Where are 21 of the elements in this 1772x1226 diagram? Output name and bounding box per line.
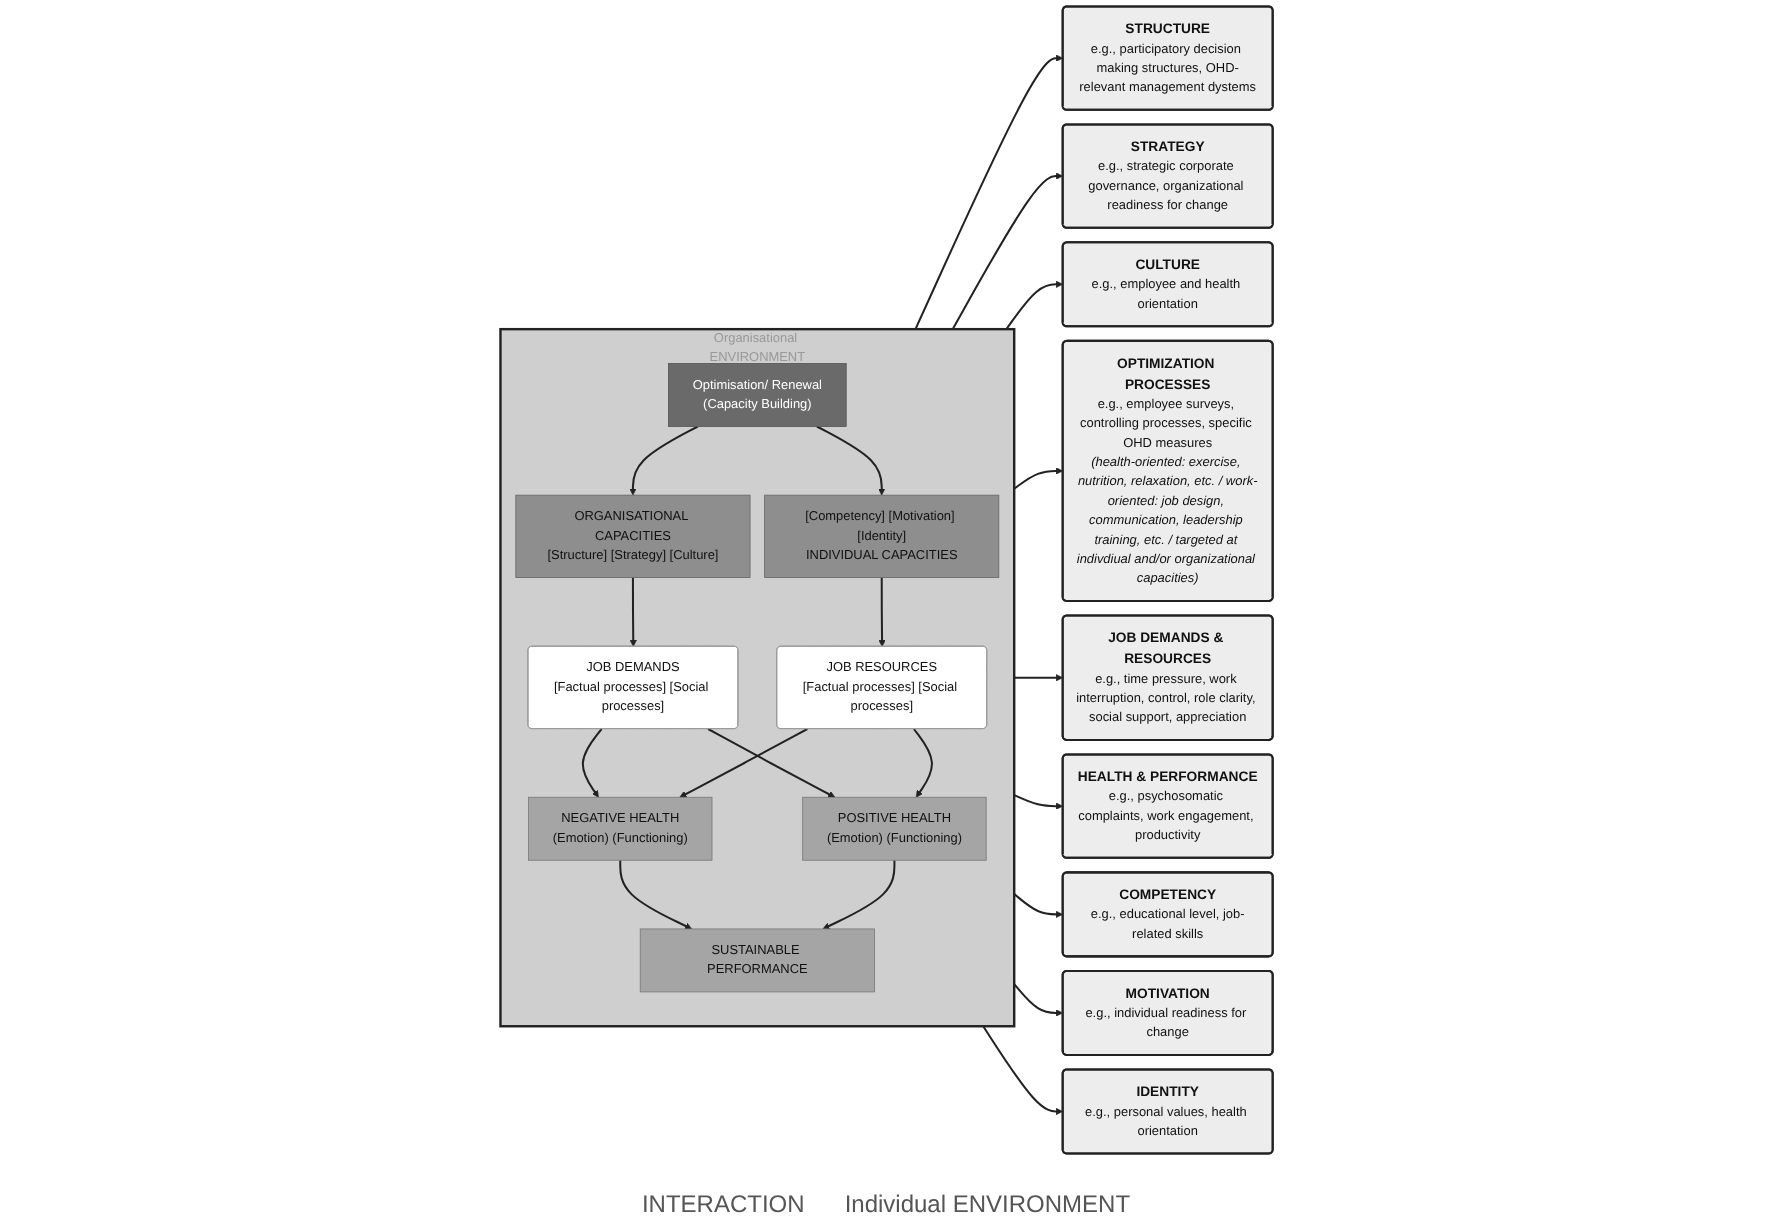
arrow [1013, 794, 1063, 810]
arrow [1013, 674, 1063, 682]
note-text: Individual ENVIRONMENT [844, 1190, 1131, 1218]
arrow [913, 54, 1063, 330]
arrow [815, 425, 885, 496]
arrow [628, 425, 698, 496]
arrow [912, 728, 933, 798]
arrow [951, 172, 1063, 330]
note-text: INTERACTION [641, 1190, 805, 1218]
arrow [707, 728, 835, 798]
arrow [1005, 280, 1063, 330]
arrow [629, 577, 637, 647]
arrow [581, 728, 602, 798]
arrow [1012, 893, 1063, 918]
arrow [877, 577, 885, 647]
arrow [1012, 983, 1063, 1017]
arrow [1013, 467, 1063, 490]
arrow [822, 860, 895, 930]
arrow [678, 728, 808, 798]
arrow [618, 860, 692, 930]
arrow [981, 1025, 1063, 1116]
